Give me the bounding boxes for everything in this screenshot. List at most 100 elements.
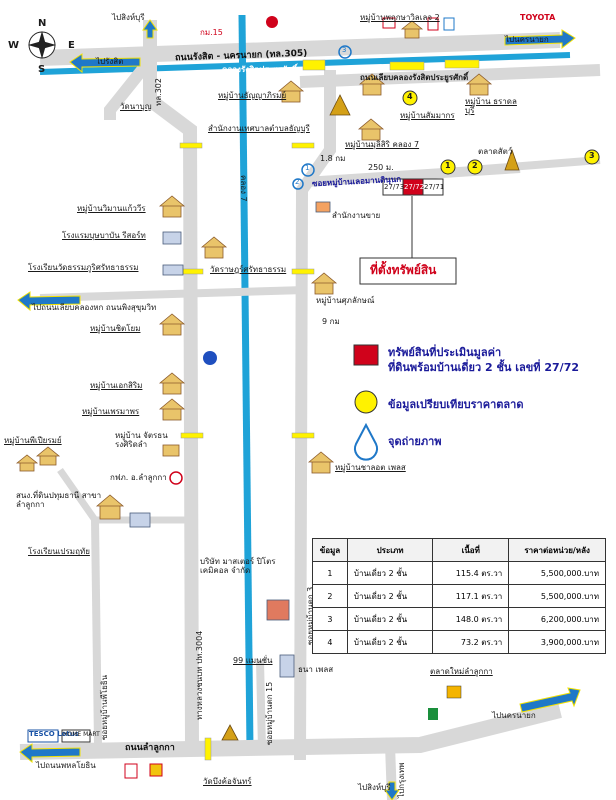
lot-27-73-label: 27/73 <box>384 183 405 191</box>
cell: บ้านเดี่ยว 2 ชั้น <box>346 584 434 608</box>
place-99-mansion: 99 แมนชั่น <box>233 656 273 665</box>
label-lamlukka-road: ถนนลำลูกกา <box>125 743 175 753</box>
homemart-icon <box>61 729 91 743</box>
temple-icon <box>329 94 351 116</box>
photo-point-3-label: 3 <box>342 46 347 54</box>
legend-subject-line1: ทรัพย์สินที่ประเมินมูลค่า <box>388 346 502 359</box>
compass-n: N <box>38 18 47 29</box>
subject-label-box <box>359 257 457 285</box>
place-thana-place: ธนา เพลส <box>298 665 334 674</box>
cell: 2 <box>312 584 348 608</box>
soi-phi-yo-road <box>91 519 102 746</box>
cell: 5,500,000.บาท <box>508 561 606 585</box>
pump-top-icon <box>443 17 455 31</box>
compare-marker-2 <box>467 159 483 175</box>
arrow-to-singburi-top <box>142 19 158 39</box>
place-jattanarong: หมู่บ้าน จัตรธนรงศิริดลำ <box>115 431 168 449</box>
place-thanyaburi-office: สำนักงานเทศบาลตำบลธัญบุรี <box>208 124 310 133</box>
sales-office-icon <box>315 201 331 213</box>
soi-3-road <box>294 70 336 761</box>
office-icon <box>129 512 151 528</box>
place-tharadol: หมู่บ้าน ธราดลบุรี <box>465 97 517 115</box>
label-soi-15: ซอยหมู่บ้านตก 15 <box>265 681 274 745</box>
label-to-singburi-top: ไปสิงห์บุรี <box>112 13 145 22</box>
cell: 3 <box>312 607 348 631</box>
klong-canal <box>238 14 254 751</box>
electricity-icon <box>169 471 183 485</box>
tesco-icon <box>27 729 59 743</box>
km-marker <box>180 268 204 275</box>
toyota-logo: TOYOTA <box>520 13 556 22</box>
distance-9km: 9 กม <box>322 317 340 326</box>
lot-27-71-label: 27/71 <box>424 183 445 191</box>
km-marker <box>291 432 315 439</box>
cell: 1 <box>312 561 348 585</box>
place-land-office: สนง.ที่ดินปทุมธานี สาขา ลำลูกกา <box>16 491 102 509</box>
place-master-petrochemical: บริษัท มาสเตอร์ ปิโตรเคมิคอล จำกัด <box>200 557 276 575</box>
place-busaban-resort: โรงแรมบุษบาบัน รีสอร์ท <box>62 231 146 240</box>
label-to-krungthep-bottom: ไปกรุงเทพ <box>397 762 406 798</box>
shop-top-icon <box>382 17 396 29</box>
seven-eleven-icon <box>428 708 438 720</box>
label-to-liab-klong: ไปถนนเลียบคลองหก ถนนพิงสุขุมวิท <box>32 303 157 312</box>
arrow-to-rangsit <box>69 53 141 74</box>
place-premaporn: หมู่บ้านเพรมาพร <box>82 407 140 416</box>
factory-icon <box>266 599 290 621</box>
comparison-table: ข้อมูล ประเภท เนื้อที่ ราคาต่อหน่วย/หลัง… <box>312 538 606 654</box>
place-lamlukka-market: ตลาดใหม่ลำลูกกา <box>430 667 493 676</box>
shell-station-icon <box>149 763 163 777</box>
km-marker <box>302 59 326 71</box>
place-mulisiri: หมู่บ้านมุลิสิริ คลอง 7 <box>345 140 420 149</box>
label-to-phahonyothin: ไปถนนพหลโยธิน <box>36 761 96 770</box>
photo-point-3 <box>338 45 352 59</box>
place-wimankaew: หมู่บ้านวิมานแก้ววีร <box>77 204 146 213</box>
legend-photo-swatch <box>354 422 378 461</box>
homemart-logo: HOME MART <box>63 731 100 738</box>
arrow-to-nakhonnayok-top <box>504 29 576 50</box>
place-wat-bungkho: วัดบึงค้อจันทร์ <box>203 777 252 786</box>
cell: 115.4 ตร.วา <box>432 561 510 585</box>
soi-lemans-east <box>469 156 601 174</box>
cell: บ้านเดี่ยว 2 ชั้น <box>346 630 434 654</box>
col-header: เนื้อที่ <box>432 538 510 562</box>
place-chityom: หมู่บ้านชิตโยม <box>90 324 141 333</box>
distance-250m: 250 ม. <box>368 163 394 172</box>
place-supalak: หมู่บ้านศุภลักษณ์ <box>316 296 375 305</box>
table-row: 4 บ้านเดี่ยว 2 ชั้น 73.2 ตร.วา 3,900,000… <box>312 630 606 654</box>
canal-side-road <box>299 64 601 88</box>
rangsit-nakhonnayok-road <box>39 32 561 66</box>
place-sales-office: สำนักงานขาย <box>332 211 381 220</box>
left-branch-road <box>57 467 190 524</box>
place-wat-naboon: วัดนาบุญ <box>120 102 152 111</box>
legend-compare: ข้อมูลเปรียบเทียบราคาตลาด <box>388 398 524 411</box>
col-header: ราคาต่อหน่วย/หลัง <box>508 538 606 562</box>
legend-subject-line2: ที่ดินพร้อมบ้านเดี่ยว 2 ชั้น เลขที่ 27/7… <box>388 361 579 374</box>
gas-icon-bottom <box>124 763 138 779</box>
km-marker <box>204 737 212 761</box>
label-to-rangsit: ไปรังสิต <box>96 57 124 66</box>
label-to-nakhonnayok-top: ไปนครนายก <box>505 35 549 44</box>
km-marker <box>180 432 204 439</box>
arrow-to-nakhonnayok-bottom <box>519 687 581 713</box>
compare-marker-1 <box>440 159 456 175</box>
mansion-icon <box>279 654 295 678</box>
cell: บ้านเดี่ยว 2 ชั้น <box>346 607 434 631</box>
km-marker <box>389 61 425 71</box>
table-row: 1 บ้านเดี่ยว 2 ชั้น 115.4 ตร.วา 5,500,00… <box>312 561 606 585</box>
arrow-to-phahonyothin <box>19 743 81 764</box>
cell: 5,500,000.บาท <box>508 584 606 608</box>
compass-s: S <box>38 64 46 75</box>
label-to-nakhonnayok-bottom: ไปนครนายก <box>492 711 536 720</box>
lot-27-72-label: 27/72 <box>404 183 425 191</box>
arrow-to-singburi-bottom <box>384 781 400 800</box>
place-pruksa-village: หมู่บ้านพฤกษาวิลเลจ 2 <box>360 13 440 22</box>
compass-w: W <box>8 40 20 51</box>
compare-marker-4 <box>402 90 418 106</box>
compare-marker-2-label: 2 <box>472 161 478 170</box>
compare-marker-3-label: 3 <box>589 151 595 160</box>
km-marker <box>291 142 315 149</box>
market-icon <box>446 685 462 699</box>
cell: บ้านเดี่ยว 2 ชั้น <box>346 561 434 585</box>
